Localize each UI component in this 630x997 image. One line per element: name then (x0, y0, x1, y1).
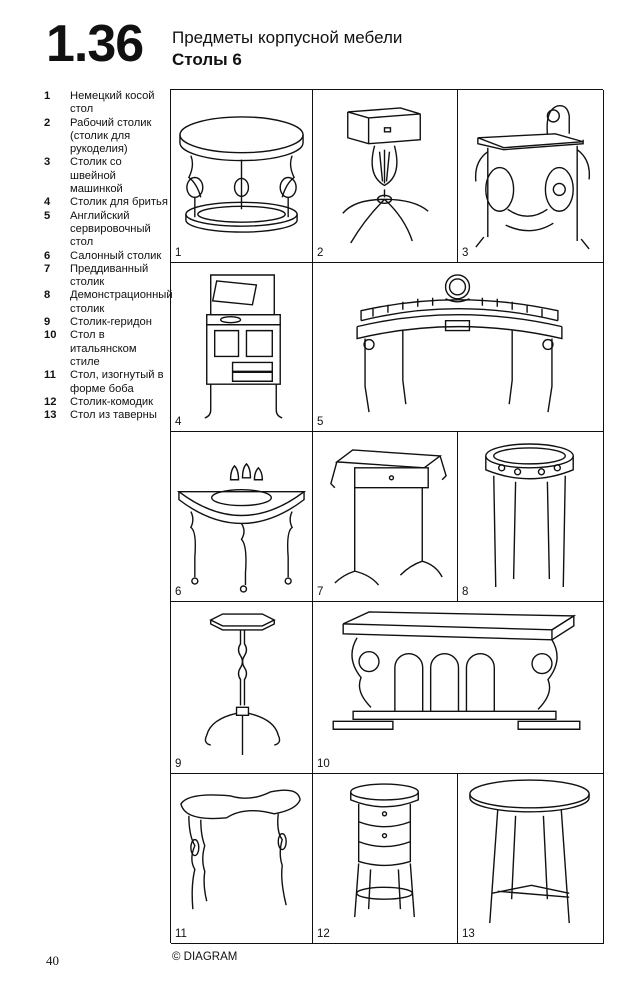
section-number: 1.36 (46, 15, 144, 73)
legend-text: Демонстрационный столик (70, 289, 173, 315)
legend-number: 11 (44, 369, 56, 382)
shaving-stand-icon (171, 263, 312, 431)
copyright-text: © DIAGRAM (172, 951, 238, 963)
chest-table-icon (313, 774, 457, 943)
illustration-label: 7 (317, 586, 324, 598)
tavern-table-icon (458, 774, 603, 943)
legend-number: 13 (44, 409, 57, 422)
legend-text: Столик-комодик (70, 395, 154, 408)
legend-text: Стол в итальянском стиле (70, 329, 137, 368)
illustration-label: 10 (317, 758, 330, 770)
legend-number: 7 (44, 262, 51, 275)
legend-list: 1 Немецкий косой стол 2 Рабочий столик (ст… (40, 90, 173, 422)
legend-item: 11 Стол, изогнутый в форме боба (40, 369, 168, 396)
legend-item: 10 Стол в итальянском стиле (40, 329, 168, 369)
legend-text: Рабочий столик (столик для рукоделия) (70, 116, 152, 156)
legend-item: 4 Столик для бритья (40, 196, 168, 209)
legend-number: 3 (44, 156, 51, 169)
illustration-label: 8 (462, 586, 469, 598)
illustration-label: 12 (317, 928, 330, 940)
illustration-cell-2: 2 (313, 90, 458, 263)
legend-number: 8 (44, 289, 51, 302)
illustration-label: 5 (317, 416, 324, 428)
gueridon-icon (171, 602, 312, 773)
legend-text: Преддиванный столик (70, 262, 149, 289)
legend-number: 5 (44, 209, 51, 222)
kidney-table-icon (171, 774, 312, 943)
legend-item: 6 Салонный столик (40, 250, 168, 263)
legend-text: Салонный столик (70, 249, 162, 262)
illustration-label: 2 (317, 247, 324, 259)
illustration-label: 6 (175, 586, 182, 598)
illustration-label: 13 (462, 928, 475, 940)
page-title: Предметы корпусной мебели (172, 28, 403, 47)
illustration-label: 1 (175, 247, 182, 259)
legend-item: 13 Стол из таверны (40, 409, 168, 422)
page-subtitle: Столы 6 (172, 50, 242, 69)
serving-table-icon (313, 263, 603, 431)
illustration-cell-10: 10 (313, 602, 604, 774)
legend-text: Немецкий косой стол (70, 90, 155, 116)
work-table-icon (313, 90, 457, 262)
legend-item: 2 Рабочий столик (столик для рукоделия) (40, 117, 168, 157)
legend-item: 8 Демонстрационный столик (40, 289, 173, 316)
illustration-label: 9 (175, 758, 182, 770)
legend-number: 4 (44, 196, 51, 209)
illustration-cell-6: 6 (171, 432, 313, 602)
illustration-cell-9: 9 (171, 602, 313, 774)
legend-text: Стол, изогнутый в форме боба (70, 369, 164, 395)
illustration-grid: 1 2 3 (170, 89, 604, 944)
illustration-cell-13: 13 (458, 774, 604, 944)
round-table-icon (171, 90, 312, 262)
legend-number: 1 (44, 90, 51, 102)
illustration-cell-3: 3 (458, 90, 604, 263)
legend-text: Столик для бритья (70, 196, 168, 209)
illustration-cell-1: 1 (171, 90, 313, 263)
legend-text: Английский сервировочный стол (70, 209, 151, 249)
half-moon-table-icon (171, 432, 312, 601)
italian-table-icon (313, 602, 603, 773)
legend-number: 9 (44, 316, 51, 329)
legend-item: 12 Столик-комодик (40, 396, 168, 409)
legend-item: 1 Немецкий косой стол (40, 90, 168, 117)
illustration-label: 3 (462, 247, 469, 259)
page-number: 40 (46, 953, 59, 968)
legend-text: Столик-геридон (70, 316, 152, 329)
legend-number: 6 (44, 249, 51, 262)
legend-item: 9 Столик-геридон (40, 316, 168, 329)
illustration-cell-8: 8 (458, 432, 604, 602)
illustration-cell-7: 7 (313, 432, 458, 602)
illustration-label: 11 (175, 928, 187, 940)
sofa-table-icon (313, 432, 457, 601)
legend-item: 7 Преддиванный столик (40, 263, 168, 290)
legend-text: Стол из таверны (70, 409, 157, 422)
legend-text: Столик со швейной машинкой (70, 156, 123, 196)
sewing-table-icon (458, 90, 603, 262)
illustration-cell-11: 11 (171, 774, 313, 944)
legend-number: 10 (44, 329, 57, 342)
illustration-cell-12: 12 (313, 774, 458, 944)
legend-item: 3 Столик со швейной машинкой (40, 156, 168, 196)
illustration-cell-5: 5 (313, 263, 604, 432)
illustration-cell-4: 4 (171, 263, 313, 432)
legend-number: 12 (44, 395, 57, 408)
illustration-label: 4 (175, 416, 182, 428)
legend-number: 2 (44, 116, 51, 129)
legend-item: 5 Английский сервировочный стол (40, 210, 168, 250)
display-table-icon (458, 432, 603, 601)
